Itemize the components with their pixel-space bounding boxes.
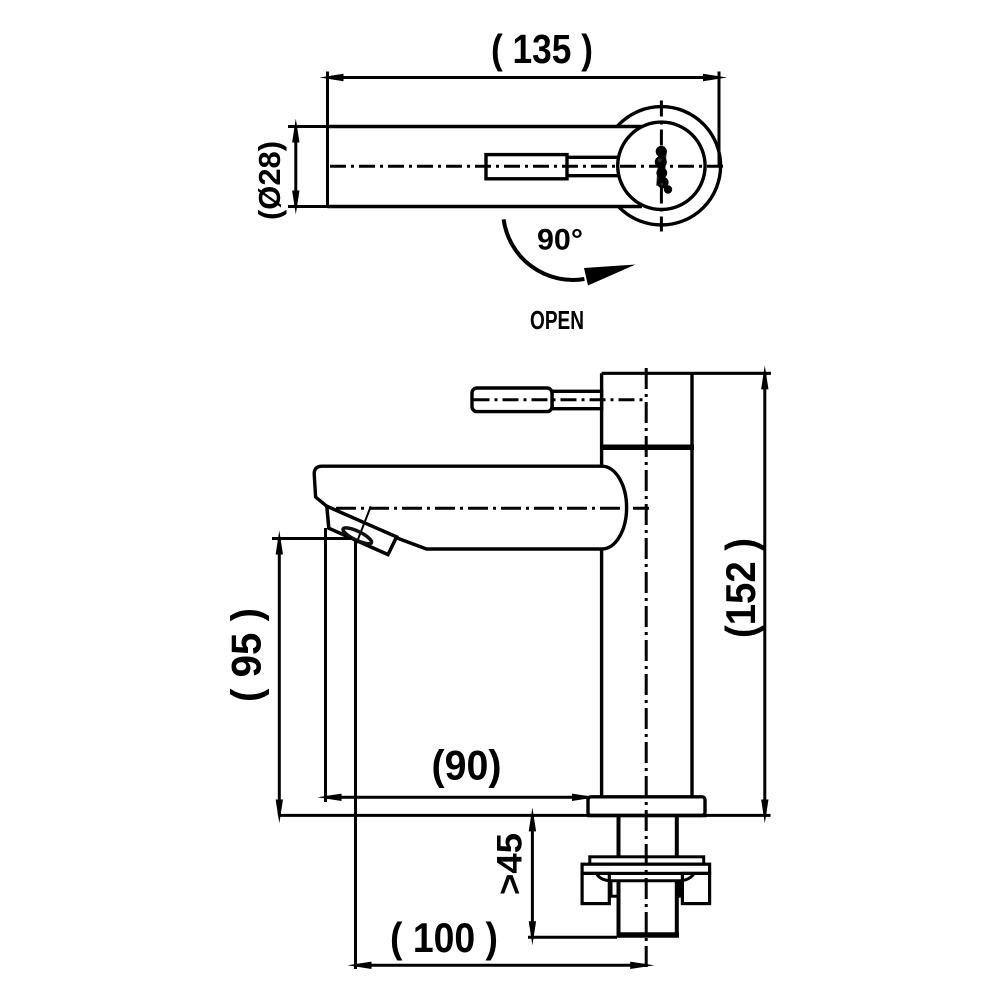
svg-text:( 135 ): ( 135 )	[491, 26, 593, 72]
svg-text:(90): (90)	[432, 742, 502, 789]
svg-text:90°: 90°	[537, 224, 583, 257]
svg-text:>45: >45	[491, 833, 530, 895]
svg-text:(Ø28): (Ø28)	[252, 141, 287, 220]
svg-text:( 95 ): ( 95 )	[223, 608, 270, 702]
svg-text:(152 ): (152 )	[717, 538, 764, 638]
svg-text:OPEN: OPEN	[530, 305, 584, 335]
svg-text:( 100 ): ( 100 )	[390, 914, 498, 961]
